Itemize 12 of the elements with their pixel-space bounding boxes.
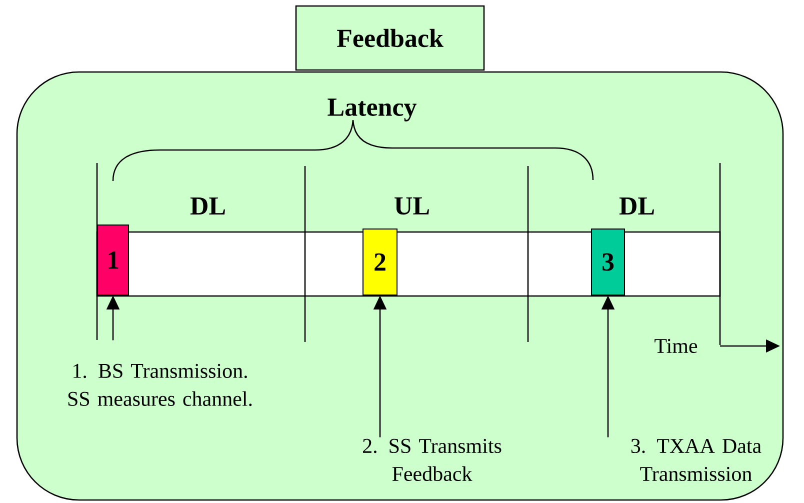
frame-box: 2 — [362, 228, 398, 296]
heading-label: UL — [394, 197, 429, 215]
axis-label: Time — [654, 338, 698, 354]
caption-text: 2. SS Transmits Feedback — [363, 438, 502, 482]
heading-label: DL — [619, 197, 654, 215]
heading-label: DL — [190, 197, 225, 215]
title-tab: Feedback — [295, 5, 485, 71]
caption-text: 1. BS Transmission. SS measures channel. — [68, 364, 252, 406]
frame-box: 3 — [591, 228, 625, 296]
caption-text: 3. TXAA Data Transmission — [631, 438, 762, 482]
heading-label: Latency — [328, 98, 417, 122]
frame-box: 1 — [97, 224, 129, 296]
